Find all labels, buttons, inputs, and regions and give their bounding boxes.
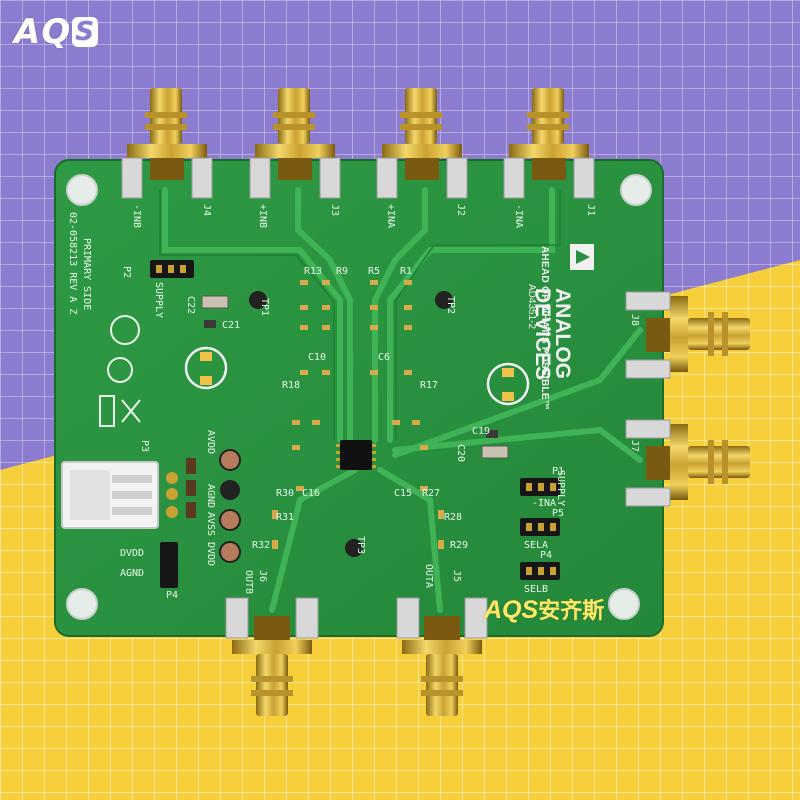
smd-dark-parts (186, 295, 509, 518)
brand-watermark: AQS安齐斯 (484, 593, 604, 625)
smd-passives (272, 280, 444, 549)
label-c20: C20 (455, 444, 466, 463)
label-c6: C6 (378, 352, 391, 363)
label-out-b: OUTB (243, 570, 254, 595)
jumper-pins (156, 265, 556, 575)
label-p3: P3 (139, 440, 150, 453)
label-tp2: TP2 (445, 296, 456, 315)
label-r17: R17 (420, 380, 439, 391)
label-r18: R18 (282, 380, 301, 391)
label-r31: R31 (276, 512, 295, 523)
label-j8: J8 (629, 314, 640, 327)
label-sela: SELA (524, 540, 549, 551)
label-in-b-neg: -INB (131, 204, 142, 229)
bottom-sma-connectors (225, 597, 488, 716)
label-selb: SELB (524, 584, 549, 595)
label-j6: J6 (257, 570, 268, 583)
board-revision: 02-058213 REV A Z (67, 212, 78, 315)
label-j2: J2 (455, 204, 466, 217)
label-p2: P2 (121, 266, 132, 279)
label-c16: C16 (302, 488, 321, 499)
manufacturer-name: ANALOG DEVICES (531, 288, 574, 380)
test-points (219, 291, 453, 563)
center-ic-ad4351 (336, 440, 376, 470)
mounting-holes (66, 174, 652, 620)
label-avdd: AVDD (205, 430, 216, 455)
power-header-white (61, 461, 178, 529)
label-tp3: TP3 (355, 536, 366, 555)
label-r28: R28 (444, 512, 463, 523)
label-j5: J5 (451, 570, 462, 583)
label-tp1: TP1 (259, 298, 270, 317)
label-p1: P1 (552, 466, 565, 477)
label-r13: R13 (304, 266, 323, 277)
right-sma-connectors (625, 291, 750, 507)
label-c22: C22 (185, 296, 196, 315)
diodes (184, 346, 530, 406)
label-c15: C15 (394, 488, 413, 499)
label-agnd: AGND (120, 568, 145, 579)
label-r5: R5 (368, 266, 381, 277)
label-in-a-neg: -INA (513, 204, 524, 229)
board-side: PRIMARY SIDE (81, 238, 92, 311)
label-in-b-pos: +INB (257, 204, 268, 229)
label-r30: R30 (276, 488, 295, 499)
manufacturer-line1: ANALOG (551, 288, 574, 379)
label-out-a: OUTA (423, 564, 434, 589)
label-p5: P5 (552, 508, 565, 519)
label-c19: C19 (472, 426, 491, 437)
label-in-a-jumper: -INA (532, 498, 557, 509)
watermark-latin: AQS (484, 596, 539, 624)
label-c10: C10 (308, 352, 327, 363)
label-avss: AVSS (205, 512, 216, 537)
label-p4-left: P4 (166, 590, 179, 601)
label-supply-top: SUPPLY (153, 282, 164, 319)
label-r27: R27 (422, 488, 441, 499)
label-dvdd-side: DVDD (205, 542, 216, 567)
label-j7: J7 (629, 440, 640, 453)
label-p4: P4 (540, 550, 553, 561)
analog-devices-logo-mark (570, 244, 594, 270)
manufacturer-tagline: AHEAD OF WHAT'S POSSIBLE™ (539, 246, 550, 411)
compliance-marks (99, 315, 141, 427)
label-in-a-pos: +INA (385, 204, 396, 229)
label-j4: J4 (201, 204, 212, 217)
label-r29: R29 (450, 540, 469, 551)
label-r9: R9 (336, 266, 349, 277)
top-sma-connectors (121, 88, 595, 199)
label-j3: J3 (329, 204, 340, 217)
label-j1: J1 (585, 204, 596, 217)
label-r32: R32 (252, 540, 271, 551)
brand-logo-text: AQ (14, 12, 72, 52)
pcb-trace-outlines (159, 190, 561, 440)
part-number: AD4351-2 (526, 284, 537, 330)
pcb-board (54, 159, 664, 637)
label-c21: C21 (222, 320, 241, 331)
label-r1: R1 (400, 266, 413, 277)
label-agnd-side: AGND (205, 484, 216, 509)
brand-logo-badge: S (72, 17, 98, 47)
label-dvdd: DVDD (120, 548, 145, 559)
watermark-cjk: 安齐斯 (538, 598, 605, 623)
